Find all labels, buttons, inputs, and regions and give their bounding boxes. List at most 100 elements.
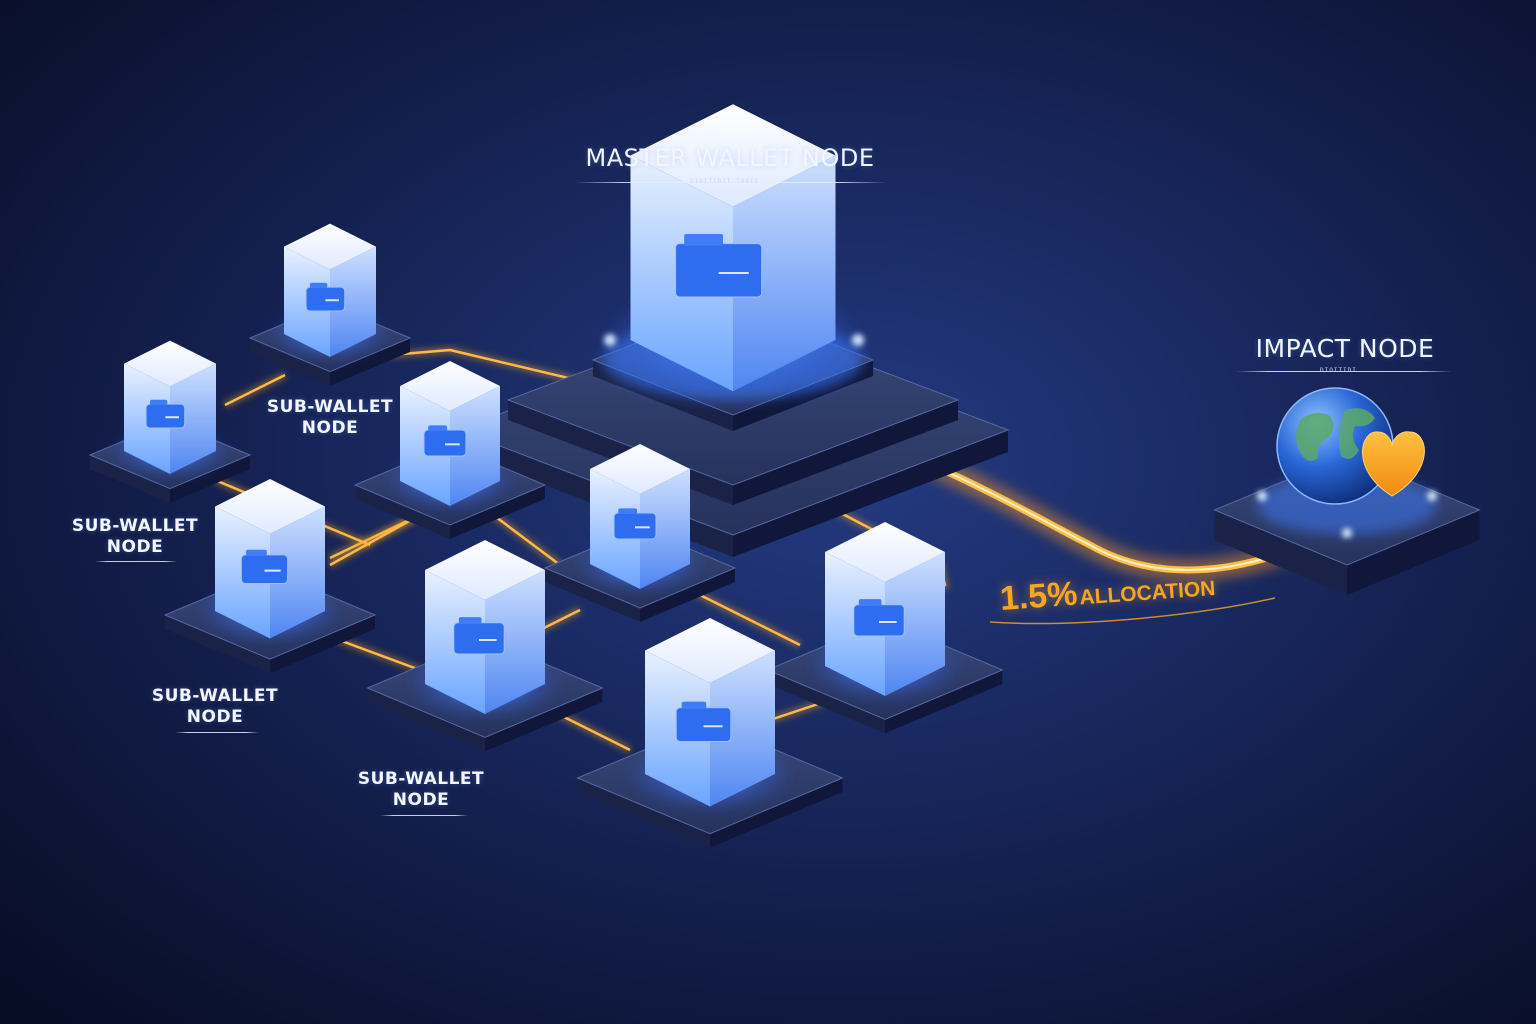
sub-wallet-label-1-line2: NODE bbox=[301, 418, 359, 438]
wallet-icon-flap bbox=[458, 617, 482, 625]
impact-node-title: IMPACT NODE bbox=[1255, 334, 1435, 363]
sub-platform-3-side-left bbox=[355, 485, 450, 539]
wallet-icon-flap bbox=[618, 508, 638, 515]
sub-cube-6-face-top bbox=[425, 540, 545, 600]
master-cube-face-top bbox=[630, 104, 836, 207]
master-platform-base-side-right bbox=[733, 430, 1008, 557]
sub-wallet-label-3-line1: SUB-WALLET bbox=[151, 686, 279, 706]
wallet-icon bbox=[675, 234, 763, 298]
wallet-icon-flap bbox=[246, 549, 267, 557]
wallet-icon-flap bbox=[681, 701, 707, 710]
master-platform-mid-side-right bbox=[733, 400, 958, 505]
sub-wallet-label-4: SUB-WALLET NODE bbox=[346, 769, 496, 811]
impact-platform-side-right bbox=[1347, 510, 1480, 595]
sub-cube-7-face-right bbox=[885, 552, 945, 696]
wallet-icon bbox=[305, 282, 346, 312]
sub-wallet-label-2: SUB-WALLET NODE bbox=[60, 516, 210, 558]
sub-cube-5-face-right bbox=[270, 506, 325, 639]
sub-wallet-label-1-line1: SUB-WALLET bbox=[266, 397, 394, 417]
sub-cube-4-face-right bbox=[640, 469, 690, 589]
wallet-icon-body bbox=[305, 286, 346, 312]
sub-wallet-label-3-line2: NODE bbox=[186, 707, 244, 727]
sub-wallet-node-6 bbox=[366, 540, 604, 752]
allocation-underline bbox=[989, 597, 1276, 625]
wallet-icon-body bbox=[145, 403, 186, 429]
impact-light-front bbox=[1342, 528, 1352, 538]
sub-wallet-node-5 bbox=[163, 479, 377, 674]
sub-cube-2-face-right bbox=[170, 363, 216, 474]
wallet-icon bbox=[453, 617, 505, 655]
sub-platform-4-side-left bbox=[545, 568, 640, 622]
sub-platform-7-side-right bbox=[885, 670, 1003, 734]
globe-land-2 bbox=[1338, 408, 1375, 459]
wallet-icon-flap bbox=[858, 599, 882, 607]
sub-wallet-label-1: SUB-WALLET NODE bbox=[255, 397, 405, 439]
connector-line-4 bbox=[224, 373, 286, 407]
wallet-icon-body bbox=[675, 707, 732, 743]
wallet-icon bbox=[853, 599, 905, 637]
master-cube-face-right bbox=[733, 155, 836, 392]
sub-platform-6-side-right bbox=[485, 688, 603, 752]
impact-node bbox=[1213, 387, 1481, 595]
wallet-icon-body bbox=[240, 554, 289, 585]
master-light-left bbox=[604, 334, 616, 346]
sub-cube-8-face-right bbox=[710, 650, 775, 807]
wallet-icon bbox=[240, 549, 289, 585]
allocation-percent: 1.5% bbox=[998, 574, 1079, 618]
sub-wallet-label-2-line1: SUB-WALLET bbox=[71, 516, 199, 536]
impact-label-underline bbox=[1236, 371, 1452, 372]
wallet-icon-flap bbox=[428, 425, 448, 432]
sub-cube-2-face-top bbox=[124, 340, 216, 387]
sub-wallet-node-7 bbox=[766, 522, 1004, 734]
master-label-caption: DIOITIDIT TOOIE bbox=[690, 178, 760, 185]
impact-label-caption: DIOITIDI bbox=[1320, 367, 1357, 374]
sub-wallet-node-4 bbox=[543, 444, 737, 622]
sub-platform-3-side-right bbox=[450, 485, 545, 539]
sub-cube-3-face-right bbox=[450, 386, 500, 506]
sub-wallet-node-3 bbox=[353, 361, 547, 539]
sub-wallet-node-8 bbox=[576, 618, 844, 848]
globe-land-1 bbox=[1296, 412, 1334, 461]
sub-platform-5-side-left bbox=[165, 615, 270, 674]
sub-wallet-label-2-underline bbox=[95, 561, 177, 562]
impact-node-label: IMPACT NODE bbox=[1220, 334, 1470, 363]
sub-wallet-label-4-line2: NODE bbox=[392, 790, 450, 810]
wallet-icon-body bbox=[675, 243, 763, 298]
sub-wallet-label-4-underline bbox=[380, 815, 468, 816]
sub-wallet-label-3: SUB-WALLET NODE bbox=[140, 686, 290, 728]
master-light-right bbox=[852, 334, 864, 346]
sub-platform-5-side-right bbox=[270, 615, 375, 674]
sub-wallet-label-2-line2: NODE bbox=[106, 537, 164, 557]
sub-platform-7-side-left bbox=[767, 670, 885, 734]
sub-wallet-node-1 bbox=[248, 223, 412, 386]
wallet-icon-flap bbox=[684, 234, 723, 246]
sub-platform-2-side-left bbox=[90, 455, 170, 503]
sub-cube-6-face-right bbox=[485, 570, 545, 714]
sub-wallet-label-3-underline bbox=[175, 732, 259, 733]
wallet-icon bbox=[145, 399, 186, 429]
wallet-icon bbox=[423, 425, 467, 457]
impact-light-right bbox=[1427, 491, 1437, 501]
globe-icon bbox=[1276, 387, 1394, 505]
wallet-icon bbox=[613, 508, 657, 540]
impact-platform-side-left bbox=[1214, 510, 1347, 595]
sub-cube-4-face-top bbox=[590, 444, 690, 494]
wallet-icon bbox=[675, 701, 732, 743]
master-node-title: MASTER WALLET NODE bbox=[585, 144, 875, 172]
sub-cube-7-face-top bbox=[825, 522, 945, 582]
sub-platform-2-side-right bbox=[170, 455, 250, 503]
sub-platform-8-side-right bbox=[710, 778, 843, 848]
wallet-icon-body bbox=[613, 512, 657, 540]
sub-platform-4-side-right bbox=[640, 568, 735, 622]
sub-cube-1-face-top bbox=[284, 223, 376, 270]
wallet-icon-body bbox=[423, 429, 467, 457]
master-node-label: MASTER WALLET NODE bbox=[560, 144, 900, 172]
sub-wallet-label-4-line1: SUB-WALLET bbox=[357, 769, 485, 789]
sub-cube-1-face-right bbox=[330, 246, 376, 357]
allocation-word: ALLOCATION bbox=[1078, 576, 1217, 610]
sub-platform-8-side-left bbox=[577, 778, 710, 848]
heart-icon bbox=[1362, 431, 1425, 497]
sub-platform-6-side-left bbox=[367, 688, 485, 752]
